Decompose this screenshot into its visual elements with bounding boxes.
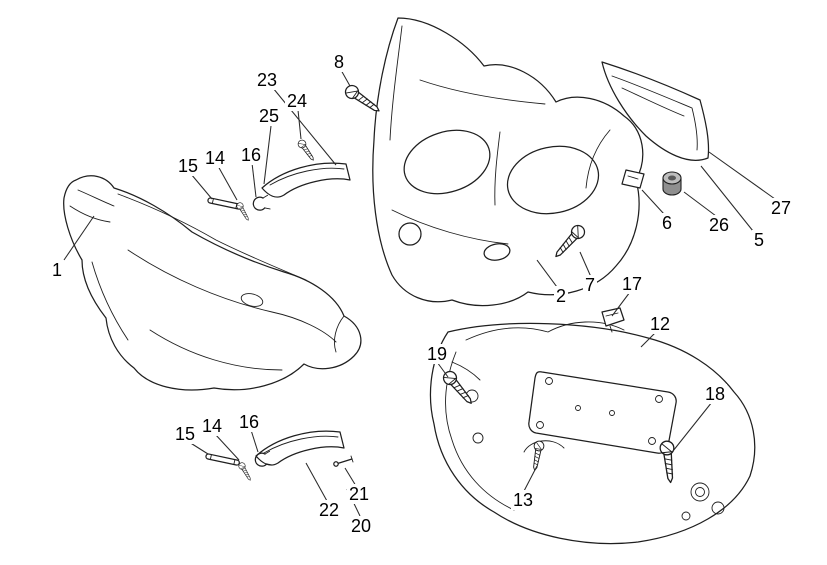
callout-27: 27 — [768, 198, 794, 218]
inner-frame-part — [372, 17, 644, 307]
screw-8 — [342, 82, 384, 117]
clip-6-part — [621, 169, 645, 189]
callout-2: 2 — [553, 286, 569, 306]
callout-6: 6 — [659, 213, 675, 233]
callout-26: 26 — [706, 215, 732, 235]
callout-14-bottom: 14 — [199, 416, 225, 436]
callout-16-top: 16 — [238, 145, 264, 165]
clip-17-part — [601, 307, 625, 333]
callout-16-bottom: 16 — [236, 412, 262, 432]
callout-22: 22 — [316, 500, 342, 520]
pin-21-part — [333, 455, 354, 467]
callout-24: 24 — [284, 91, 310, 111]
callout-1: 1 — [49, 260, 65, 280]
screw-24 — [296, 138, 317, 163]
callout-23: 23 — [254, 70, 280, 90]
callout-15-top: 15 — [175, 156, 201, 176]
windshield-trim-part — [601, 61, 710, 161]
pin-14-top — [235, 201, 252, 223]
front-cover-part — [63, 175, 362, 391]
callout-15-bottom: 15 — [172, 424, 198, 444]
callout-21: 21 — [346, 484, 372, 504]
callout-14-top: 14 — [202, 148, 228, 168]
callout-25: 25 — [256, 106, 282, 126]
rear-cover-part — [429, 321, 756, 545]
callout-17: 17 — [619, 274, 645, 294]
callout-13: 13 — [510, 490, 536, 510]
callout-12: 12 — [647, 314, 673, 334]
callout-7: 7 — [582, 275, 598, 295]
small-cover-top-part — [261, 162, 351, 198]
callout-18: 18 — [702, 384, 728, 404]
pin-14-bottom — [237, 461, 254, 483]
grommet-26-part — [662, 171, 682, 196]
callout-8: 8 — [331, 52, 347, 72]
leader-lines — [63, 69, 776, 517]
callout-19: 19 — [424, 344, 450, 364]
callout-5: 5 — [751, 230, 767, 250]
small-cover-bottom-part — [255, 430, 345, 466]
clip-16-top — [251, 194, 271, 213]
callout-20: 20 — [348, 516, 374, 536]
